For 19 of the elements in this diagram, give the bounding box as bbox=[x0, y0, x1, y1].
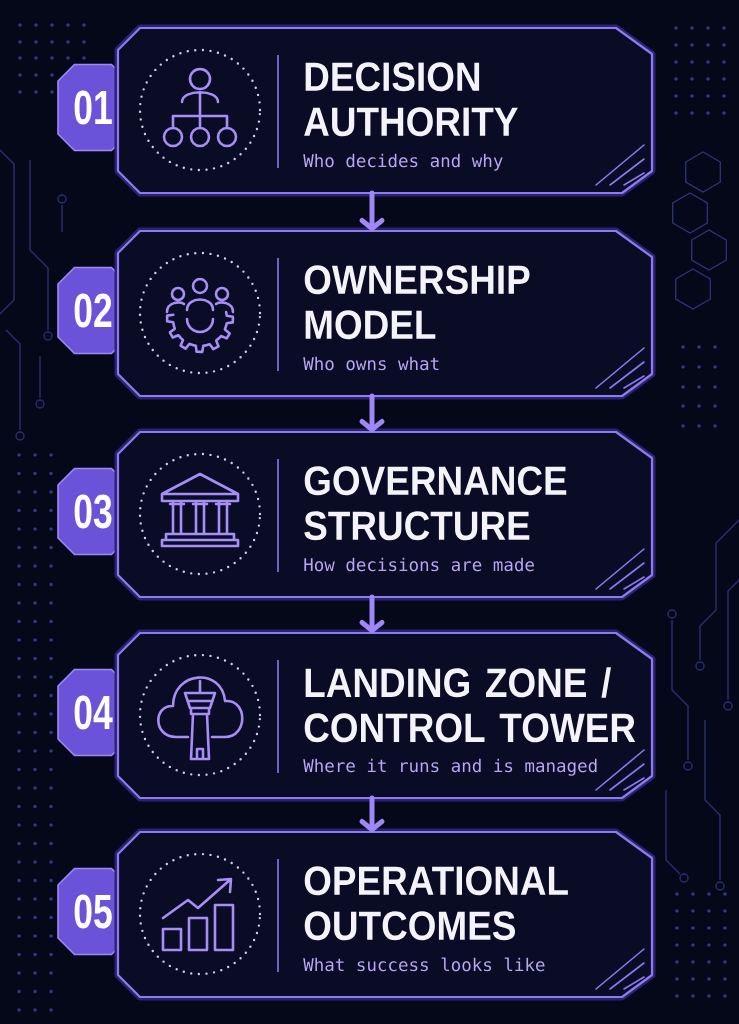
subtitle: Who decides and why bbox=[303, 153, 503, 171]
card bbox=[114, 828, 656, 1001]
card bbox=[114, 428, 656, 601]
title: OPERATIONAL OUTCOMES bbox=[304, 866, 568, 941]
subtitle: What success looks like bbox=[303, 957, 545, 972]
subtitle: Where it runs and is managed bbox=[303, 758, 597, 776]
arrow bbox=[359, 190, 385, 231]
title: GOVERNANCE STRUCTURE bbox=[304, 466, 567, 541]
card bbox=[114, 629, 656, 802]
arrow bbox=[359, 594, 385, 633]
arrow bbox=[359, 393, 385, 432]
card bbox=[114, 24, 656, 197]
card bbox=[114, 227, 656, 400]
arrow bbox=[359, 795, 385, 832]
subtitle: How decisions are made bbox=[304, 557, 534, 572]
subtitle: Who owns what bbox=[303, 356, 439, 371]
title: OWNERSHIP MODEL bbox=[304, 265, 530, 340]
title: DECISION AUTHORITY bbox=[304, 62, 518, 137]
title: LANDING ZONE / CONTROL TOWER bbox=[304, 667, 636, 743]
